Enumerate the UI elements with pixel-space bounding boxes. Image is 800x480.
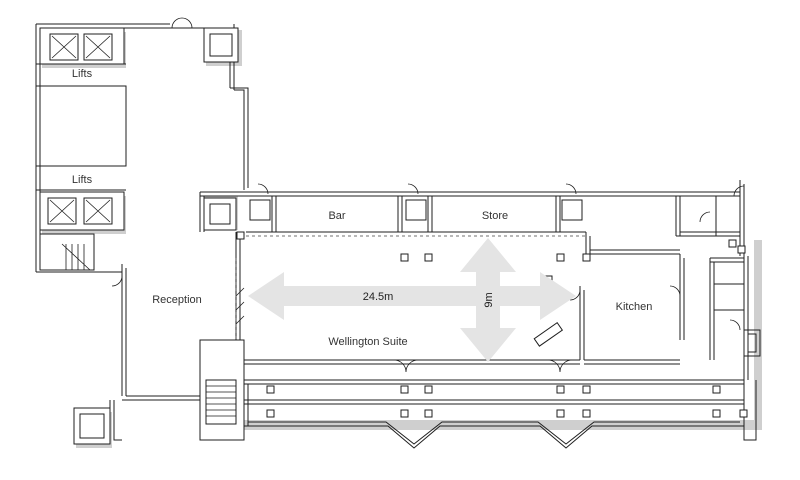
bar-label: Bar xyxy=(328,210,345,222)
main-walls xyxy=(199,180,761,449)
lift-core xyxy=(35,23,170,396)
doors xyxy=(111,185,745,373)
width-dimension-label: 9m xyxy=(483,292,495,307)
table xyxy=(533,321,564,347)
dimension-arrow-width xyxy=(460,238,516,362)
lifts-bottom-label: Lifts xyxy=(72,174,93,186)
store-label: Store xyxy=(482,210,508,222)
kitchen-label: Kitchen xyxy=(616,301,653,313)
wellington-suite-label: Wellington Suite xyxy=(328,336,407,348)
wall-shadows xyxy=(42,30,762,448)
corridor xyxy=(73,17,249,445)
lifts-top-label: Lifts xyxy=(72,68,93,80)
columns xyxy=(236,231,748,418)
reception-label: Reception xyxy=(152,294,202,306)
length-dimension-label: 24.5m xyxy=(363,291,394,303)
dimension-arrow-length xyxy=(248,272,576,320)
